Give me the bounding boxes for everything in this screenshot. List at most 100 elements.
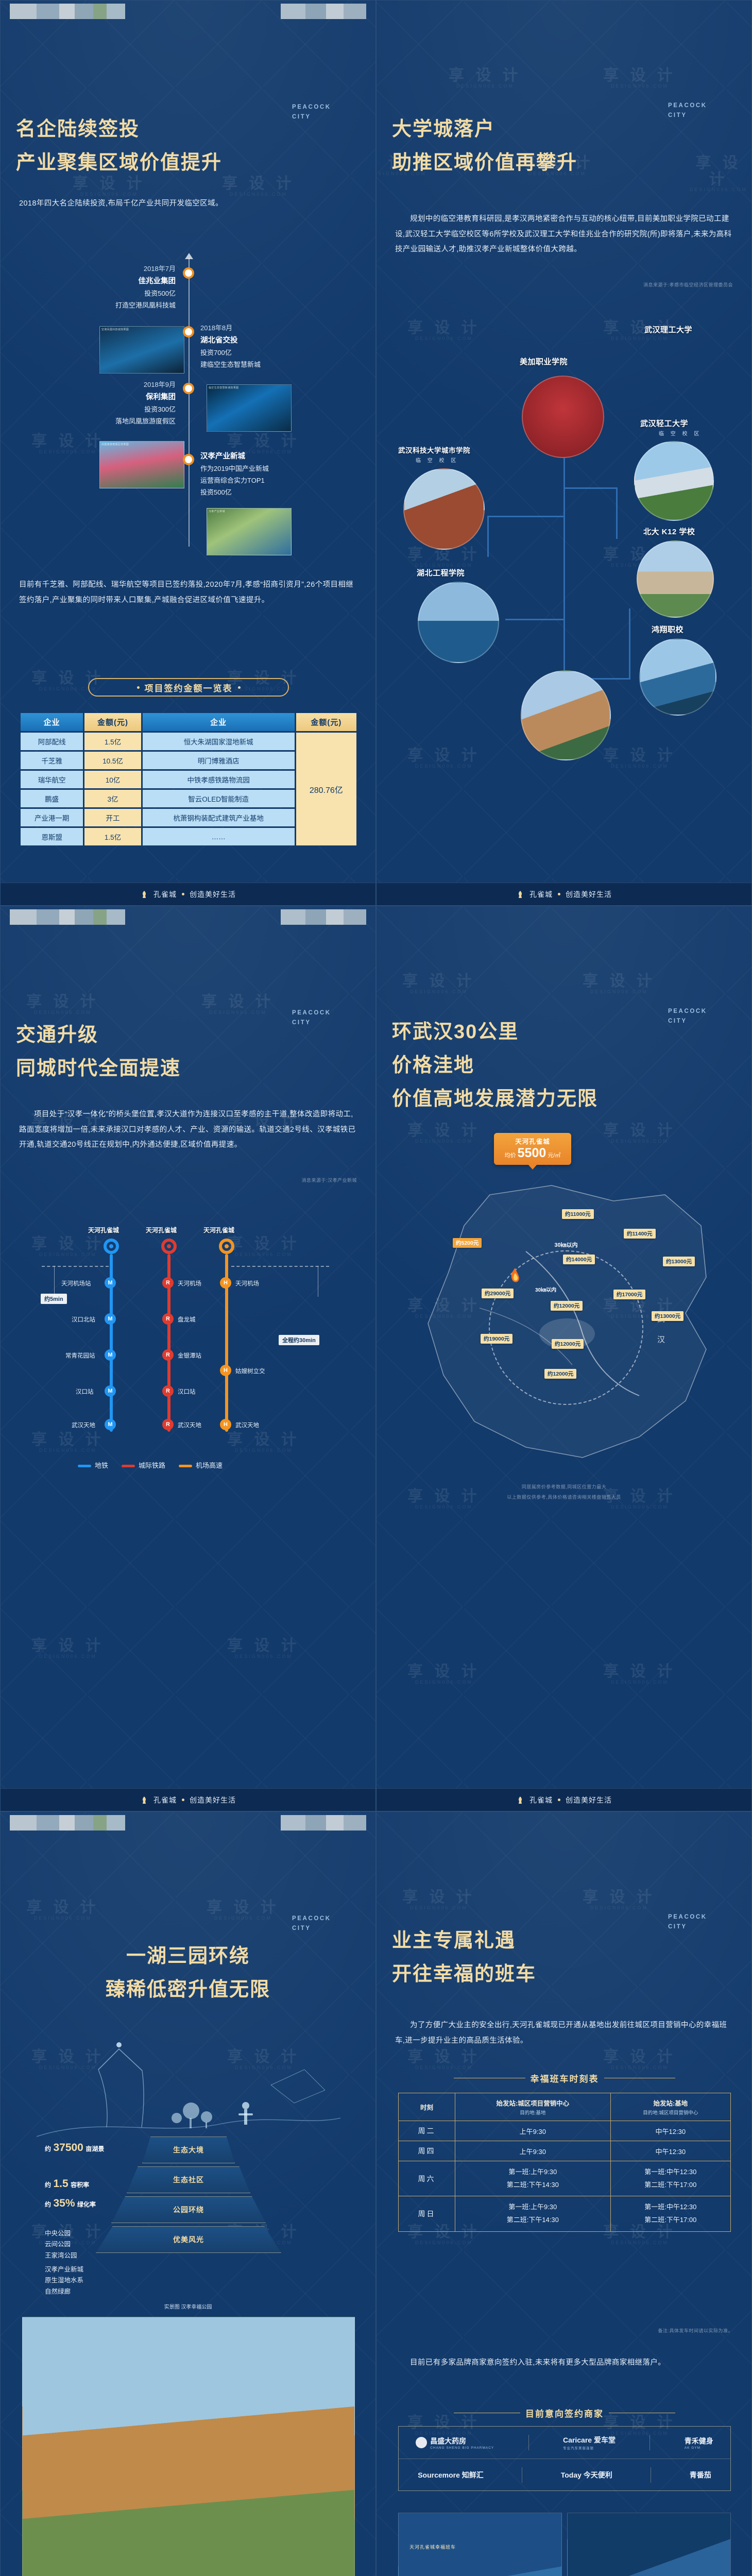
panel3-title: 交通升级 同城时代全面提速 (16, 1019, 181, 1080)
nature-list: 汉孝产业新城 原生湿地水系 自然绿廊 (45, 2266, 84, 2295)
timeline-entry: 汉孝产业新城 作为2019中国产业新城 运营商综合实力TOP1 投资500亿 (200, 452, 269, 496)
station-label: 姑嫂树立交 (235, 1368, 265, 1375)
col-time: 时刻 (398, 2093, 455, 2121)
table-row: 恩斯盟 1.5亿 …… (21, 828, 356, 845)
photo-credit: 实景图 汉孝幸福公园 (164, 2304, 212, 2310)
peacock-logo-icon (516, 890, 524, 899)
metro-line-3 (225, 1254, 228, 1432)
timeline-thumbnail: 凤凰旅游度假区效果图 (99, 441, 184, 488)
brand-item: Today 今天便利 (560, 2470, 612, 2479)
timeline-entry: 2018年7月 佳兆业集团 投资500亿 打造空港凤凰科技城 (115, 265, 176, 309)
station-label: 武汉天地 (72, 1422, 95, 1429)
panel3-body: 项目处于“汉孝一体化”的桥头堡位置,孝汉大道作为连接汉口至孝感的主干道,整体改造… (19, 1110, 356, 1149)
table-row: 产业港一期 开工 杭萧钢构装配式建筑产业基地 (21, 809, 356, 826)
flame-icon (507, 1267, 523, 1286)
panel4-title: 环武汉30公里 价格洼地 价值高地发展潜力无限 (392, 1015, 598, 1111)
connector-line (487, 516, 489, 557)
timeline-thumbnail: 空港凤凰科技城效果图 (99, 326, 184, 374)
legend-item-rail: 城际铁路 (122, 1460, 165, 1470)
title-line-2: 价格洼地 (392, 1055, 475, 1076)
legend-item-expressway: 机场高速 (179, 1460, 223, 1470)
panel6-closing: 目前已有多家品牌商家意向签约入驻,未来将有更多大型品牌商家相继落户。 (410, 2359, 666, 2367)
table-header-row: 企业 金额(元) 企业 金额(元) (21, 713, 356, 731)
panel4-source-2: 以上数据仅供参考,具体价格请咨询相关楼盘销售人员 (507, 1495, 621, 1500)
bullet-icon (136, 686, 140, 689)
school-name: 北大 K12 学校 (643, 528, 695, 536)
pyramid-tier: 生态大境 (142, 2137, 235, 2163)
timeline-thumbnail: 汉孝产业新城 (207, 508, 292, 555)
legend: 地铁 城际铁路 机场高速 (78, 1460, 223, 1470)
divider (528, 2435, 529, 2450)
redaction-bar-right (281, 909, 366, 925)
footer-bar: 孔雀城 创造美好生活 (377, 883, 751, 905)
school-photo (639, 638, 716, 716)
price-tag: 约12000元 (552, 1339, 584, 1349)
panel6-body: 为了方便广大业主的安全出行,天河孔雀城现已开通从基地出发前往城区项目营销中心的幸… (395, 2021, 727, 2045)
price-tag: 约11000元 (562, 1209, 594, 1219)
stat-density: 约 1.5 容积率 (45, 2178, 90, 2190)
park-list: 中央公园 云间公园 王家湾公园 (45, 2230, 77, 2259)
origin-label: 天河孔雀城 (88, 1227, 119, 1234)
school-name: 鸿翔职校 (652, 625, 684, 634)
station-label: 汉口站 (76, 1389, 94, 1395)
timeline-node (183, 326, 194, 337)
table-row: 阿部配线 1.5亿 恒大朱湖国家湿地新城 280.76亿 (21, 733, 356, 845)
brand-grid: 昌盛大药房 CHANG SHENG BIG PHARMACY Caricare … (398, 2426, 731, 2491)
schedule-title: 幸福班车时刻表 (454, 2070, 675, 2086)
map-pin-icon-expressway (219, 1239, 234, 1259)
divider (231, 1266, 329, 1267)
school-name: 武汉理工大学 (644, 326, 693, 334)
timeline-thumbnail: 临空生态智慧新城效果图 (207, 384, 292, 432)
station-badge: H (220, 1277, 231, 1289)
panel2-body: 规划中的临空港教育科研园,是孝汉两地紧密合作与互动的核心纽带,目前美加职业学院已… (395, 215, 732, 254)
brand-mark: PEACOCK CITY (292, 104, 331, 120)
price-callout: 天河孔雀城 均价 5500 元/㎡ (494, 1133, 571, 1165)
table-row: 瑞华航空 10亿 中铁孝感铁路物流园 (21, 771, 356, 788)
title-line-2: 同城时代全面提速 (16, 1058, 181, 1079)
table-row: 鹏盛 3亿 智云OLED智能制造 (21, 790, 356, 807)
peacock-logo-icon (140, 1796, 148, 1804)
price-tag: 约12000元 (544, 1369, 577, 1379)
table-row: 周六 第一班:上午9:30 第二班:下午14:30 第一班:中午12:30 第二… (398, 2160, 731, 2197)
table-row: 周四 上午9:30 中午12:30 (398, 2141, 731, 2161)
pyramid-tier: 公园环绕 (111, 2196, 266, 2223)
brand-row: Sourcemore 知鲜汇 Today 今天便利 青番茄 (399, 2459, 730, 2490)
panel6-title: 业主专属礼遇 开往幸福的班车 (392, 1924, 536, 1986)
peacock-logo-icon (516, 1796, 524, 1804)
col-amount-1: 金额(元) (84, 713, 141, 731)
panel2-title: 大学城落户 助推区域价值再攀升 (392, 113, 577, 175)
brand-item: Sourcemore 知鲜汇 (418, 2470, 484, 2479)
station-label: 武汉天地 (235, 1422, 259, 1429)
school-photo (522, 376, 604, 458)
signing-table: 企业 金额(元) 企业 金额(元) 阿部配线 1.5亿 恒大朱湖国家湿地新城 2… (19, 711, 358, 847)
map-pin-icon-metro (104, 1239, 119, 1259)
panel1-outro: 目前有千芝雅、阿部配线、瑞华航空等项目已签约落投,2020年7月,孝感“招商引资… (19, 581, 354, 604)
school-photo (521, 670, 611, 760)
timeline-axis (189, 258, 190, 547)
school-photo (418, 582, 499, 663)
separator-dot-icon (182, 1799, 184, 1801)
title-line-1: 一湖三园环绕 (126, 1945, 250, 1967)
title-line-1: 交通升级 (16, 1024, 99, 1046)
event-photo-1 (398, 2513, 562, 2576)
connector-line (487, 516, 565, 517)
station-label: 常青花园站 (65, 1353, 95, 1359)
